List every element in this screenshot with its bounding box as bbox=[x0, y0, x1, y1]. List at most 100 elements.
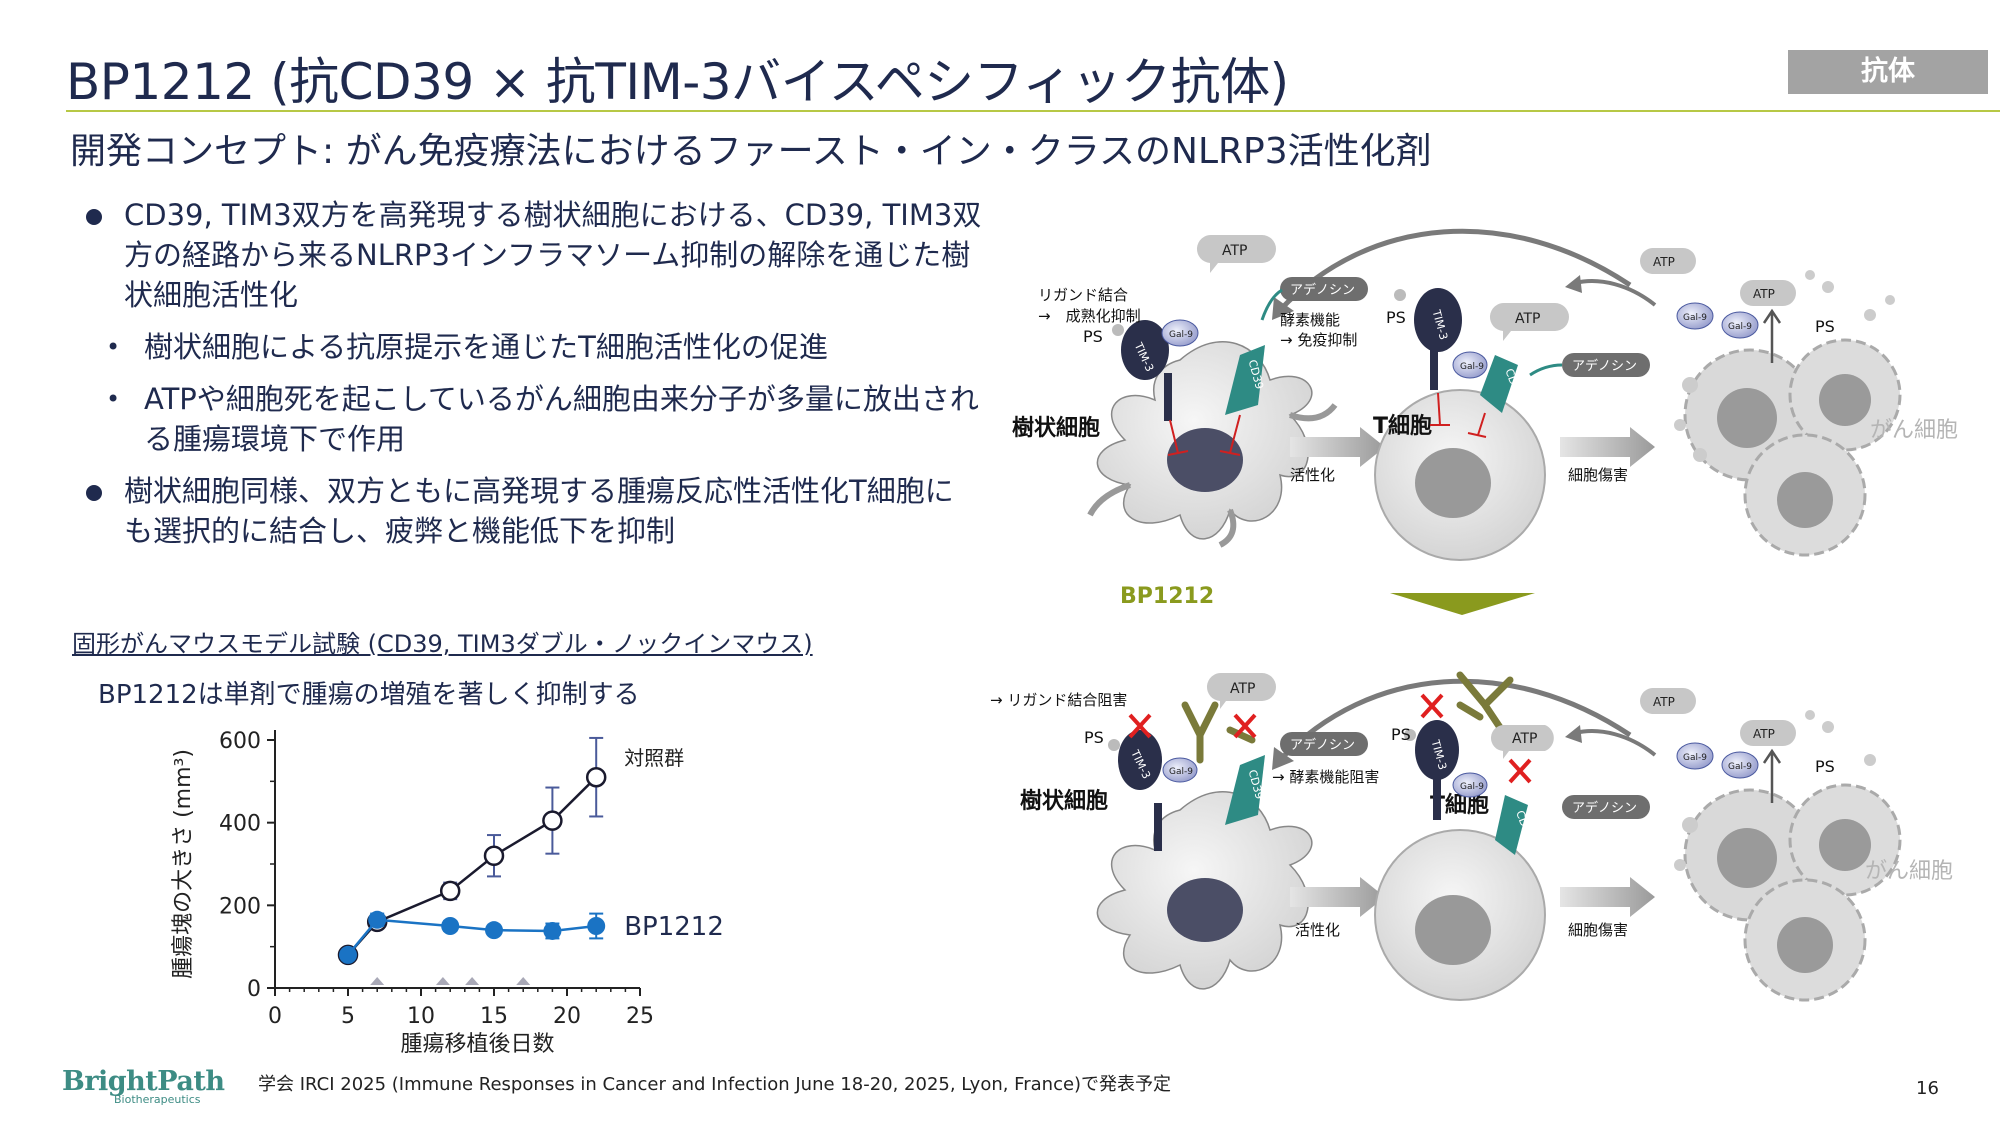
ps-label: PS bbox=[1815, 317, 1835, 336]
data-point bbox=[368, 910, 387, 929]
ps-dot-icon bbox=[1394, 289, 1406, 301]
adenosine-arrow bbox=[1260, 288, 1283, 321]
ps-dot-icon bbox=[1112, 324, 1124, 336]
gal9-icon bbox=[1721, 751, 1759, 779]
tim3-stalk bbox=[1154, 803, 1162, 851]
sub-bullet-item: • 樹状細胞による抗原提示を通じたT細胞活性化の促進 bbox=[82, 327, 982, 367]
gal9-label: Gal-9 bbox=[1169, 767, 1193, 777]
feedback-arrow bbox=[1278, 228, 1632, 312]
x-tick-label: 25 bbox=[626, 1004, 654, 1029]
cancer-cell-label: がん細胞 bbox=[1870, 418, 1958, 443]
ligand-block-label: → リガンド結合阻害 bbox=[990, 691, 1127, 709]
cd39-receptor-icon bbox=[1225, 755, 1265, 825]
block-x-icon bbox=[1420, 693, 1444, 719]
arrowhead-icon bbox=[1565, 275, 1582, 293]
arrowhead-icon bbox=[1272, 747, 1294, 770]
data-point bbox=[585, 766, 607, 788]
dosing-marker-icon bbox=[465, 977, 480, 985]
feedback-arrow bbox=[1574, 729, 1657, 757]
atp-label: ATP bbox=[1653, 255, 1675, 269]
series-label: 対照群 bbox=[624, 746, 684, 770]
enzyme-label: 酵素機能 bbox=[1280, 311, 1340, 329]
x-tick-label: 10 bbox=[407, 1004, 435, 1029]
activation-label: 活性化 bbox=[1290, 466, 1335, 484]
ps-label: PS bbox=[1084, 728, 1104, 747]
top-panel: TIM-3 Gal-9 PS CD39 ATP アデノシン リガンド結合 → 成… bbox=[1012, 228, 1958, 561]
inhibit-mark bbox=[1167, 419, 1189, 456]
inhibit-mark bbox=[1430, 392, 1450, 426]
block-x-icon bbox=[1128, 713, 1152, 739]
y-axis-label: 腫瘍塊の大きさ (mm³) bbox=[171, 749, 196, 979]
page-subtitle: 開発コンセプト: がん免疫療法におけるファースト・イン・クラスのNLRP3活性化… bbox=[70, 131, 1432, 172]
cytotoxicity-arrow bbox=[1560, 877, 1655, 917]
arrowhead-icon bbox=[1565, 725, 1582, 743]
up-arrow-icon bbox=[1762, 748, 1782, 803]
atp-label: ATP bbox=[1515, 311, 1540, 327]
atp-bubble-icon bbox=[1740, 720, 1796, 746]
company-logo: BrightPath Biotherapeutics bbox=[62, 1066, 225, 1106]
x-tick-label: 20 bbox=[553, 1004, 581, 1029]
gal9-label: Gal-9 bbox=[1728, 322, 1752, 332]
atp-label: ATP bbox=[1653, 695, 1675, 709]
bullet-text: CD39, TIM3双方を高発現する樹状細胞における、CD39, TIM3双方の… bbox=[124, 198, 982, 312]
cancer-cell-label: がん細胞 bbox=[1865, 859, 1953, 884]
x-tick-label: 5 bbox=[341, 1004, 355, 1029]
page-number: 16 bbox=[1916, 1078, 1939, 1099]
inhibit-mark bbox=[1219, 414, 1241, 456]
ps-label: PS bbox=[1391, 725, 1411, 744]
cancer-cells-icon bbox=[1674, 270, 1902, 557]
sub-bullet-dot-icon: • bbox=[106, 385, 121, 413]
block-x-icon bbox=[1508, 758, 1532, 784]
activation-arrow bbox=[1290, 877, 1385, 917]
gal9-label: Gal-9 bbox=[1460, 362, 1484, 372]
gal9-label: Gal-9 bbox=[1728, 762, 1752, 772]
data-point bbox=[587, 917, 606, 935]
gal9-icon bbox=[1676, 302, 1714, 330]
atp-bubble-icon bbox=[1740, 280, 1796, 306]
sub-bullet-text: ATPや細胞死を起こしているがん細胞由来分子が多量に放出される腫瘍環境下で作用 bbox=[144, 382, 979, 456]
sub-bullet-text: 樹状細胞による抗原提示を通じたT細胞活性化の促進 bbox=[144, 330, 828, 364]
adenosine-arrow bbox=[1529, 363, 1563, 377]
dendritic-cell-label: 樹状細胞 bbox=[1020, 788, 1108, 814]
mechanism-diagram: TIM-3 Gal-9 PS CD39 ATP アデノシン リガンド結合 → 成… bbox=[990, 228, 1958, 1002]
logo-wordmark: BrightPath bbox=[62, 1066, 225, 1097]
logo-subtitle: Biotherapeutics bbox=[114, 1093, 201, 1106]
atp-label: ATP bbox=[1753, 727, 1775, 741]
gal9-label: Gal-9 bbox=[1683, 753, 1707, 763]
ligand-label: リガンド結合 bbox=[1038, 286, 1128, 304]
cytotoxicity-label: 細胞傷害 bbox=[1568, 921, 1628, 939]
conference-note: 学会 IRCI 2025 (Immune Responses in Cancer… bbox=[258, 1074, 1172, 1095]
atp-label: ATP bbox=[1230, 681, 1255, 697]
adenosine-pill-icon bbox=[1562, 353, 1650, 377]
tim3-receptor-icon bbox=[1121, 320, 1169, 380]
cd39-receptor-icon bbox=[1495, 795, 1528, 855]
inhibit-mark bbox=[1467, 412, 1487, 438]
dendritic-cell-label: 樹状細胞 bbox=[1012, 415, 1100, 441]
atp-label: ATP bbox=[1753, 287, 1775, 301]
bullet-text: 樹状細胞同様、双方ともに高発現する腫瘍反応性活性化T細胞にも選択的に結合し、疲弊… bbox=[124, 474, 954, 548]
data-point bbox=[483, 845, 505, 866]
gal9-icon bbox=[1452, 351, 1488, 379]
series-label: BP1212 bbox=[624, 912, 724, 942]
enzyme-block-label: → 酵素機能阻害 bbox=[1272, 768, 1379, 786]
x-tick-label: 15 bbox=[480, 1004, 508, 1029]
tim3-receptor-icon bbox=[1415, 720, 1459, 780]
bullet-list: CD39, TIM3双方を高発現する樹状細胞における、CD39, TIM3双方の… bbox=[82, 195, 982, 563]
bullet-dot-icon bbox=[86, 209, 102, 225]
ps-label: PS bbox=[1083, 327, 1103, 346]
drug-label: BP1212 bbox=[1120, 584, 1214, 609]
gal9-label: Gal-9 bbox=[1169, 330, 1193, 340]
bullet-item: CD39, TIM3双方を高発現する樹状細胞における、CD39, TIM3双方の… bbox=[82, 195, 982, 315]
experiment-title: 固形がんマウスモデル試験 (CD39, TIM3ダブル・ノックインマウス) bbox=[72, 630, 813, 658]
dendritic-nucleus bbox=[1167, 428, 1243, 492]
adenosine-label: アデノシン bbox=[1290, 282, 1355, 298]
arrowhead-icon bbox=[1272, 297, 1294, 320]
tim3-receptor-icon bbox=[1414, 288, 1462, 352]
dosing-marker-icon bbox=[516, 977, 531, 985]
page-title: BP1212 (抗CD39 × 抗TIM-3バイスペシフィック抗体) bbox=[66, 53, 1289, 111]
dendrite bbox=[1218, 508, 1237, 548]
ps-label: PS bbox=[1386, 308, 1406, 327]
atp-bubble-icon bbox=[1489, 302, 1569, 341]
bottom-panel: BP1212 TIM-3 Gal-9 PS CD39 ATP アデノシン → リ… bbox=[990, 584, 1953, 1002]
